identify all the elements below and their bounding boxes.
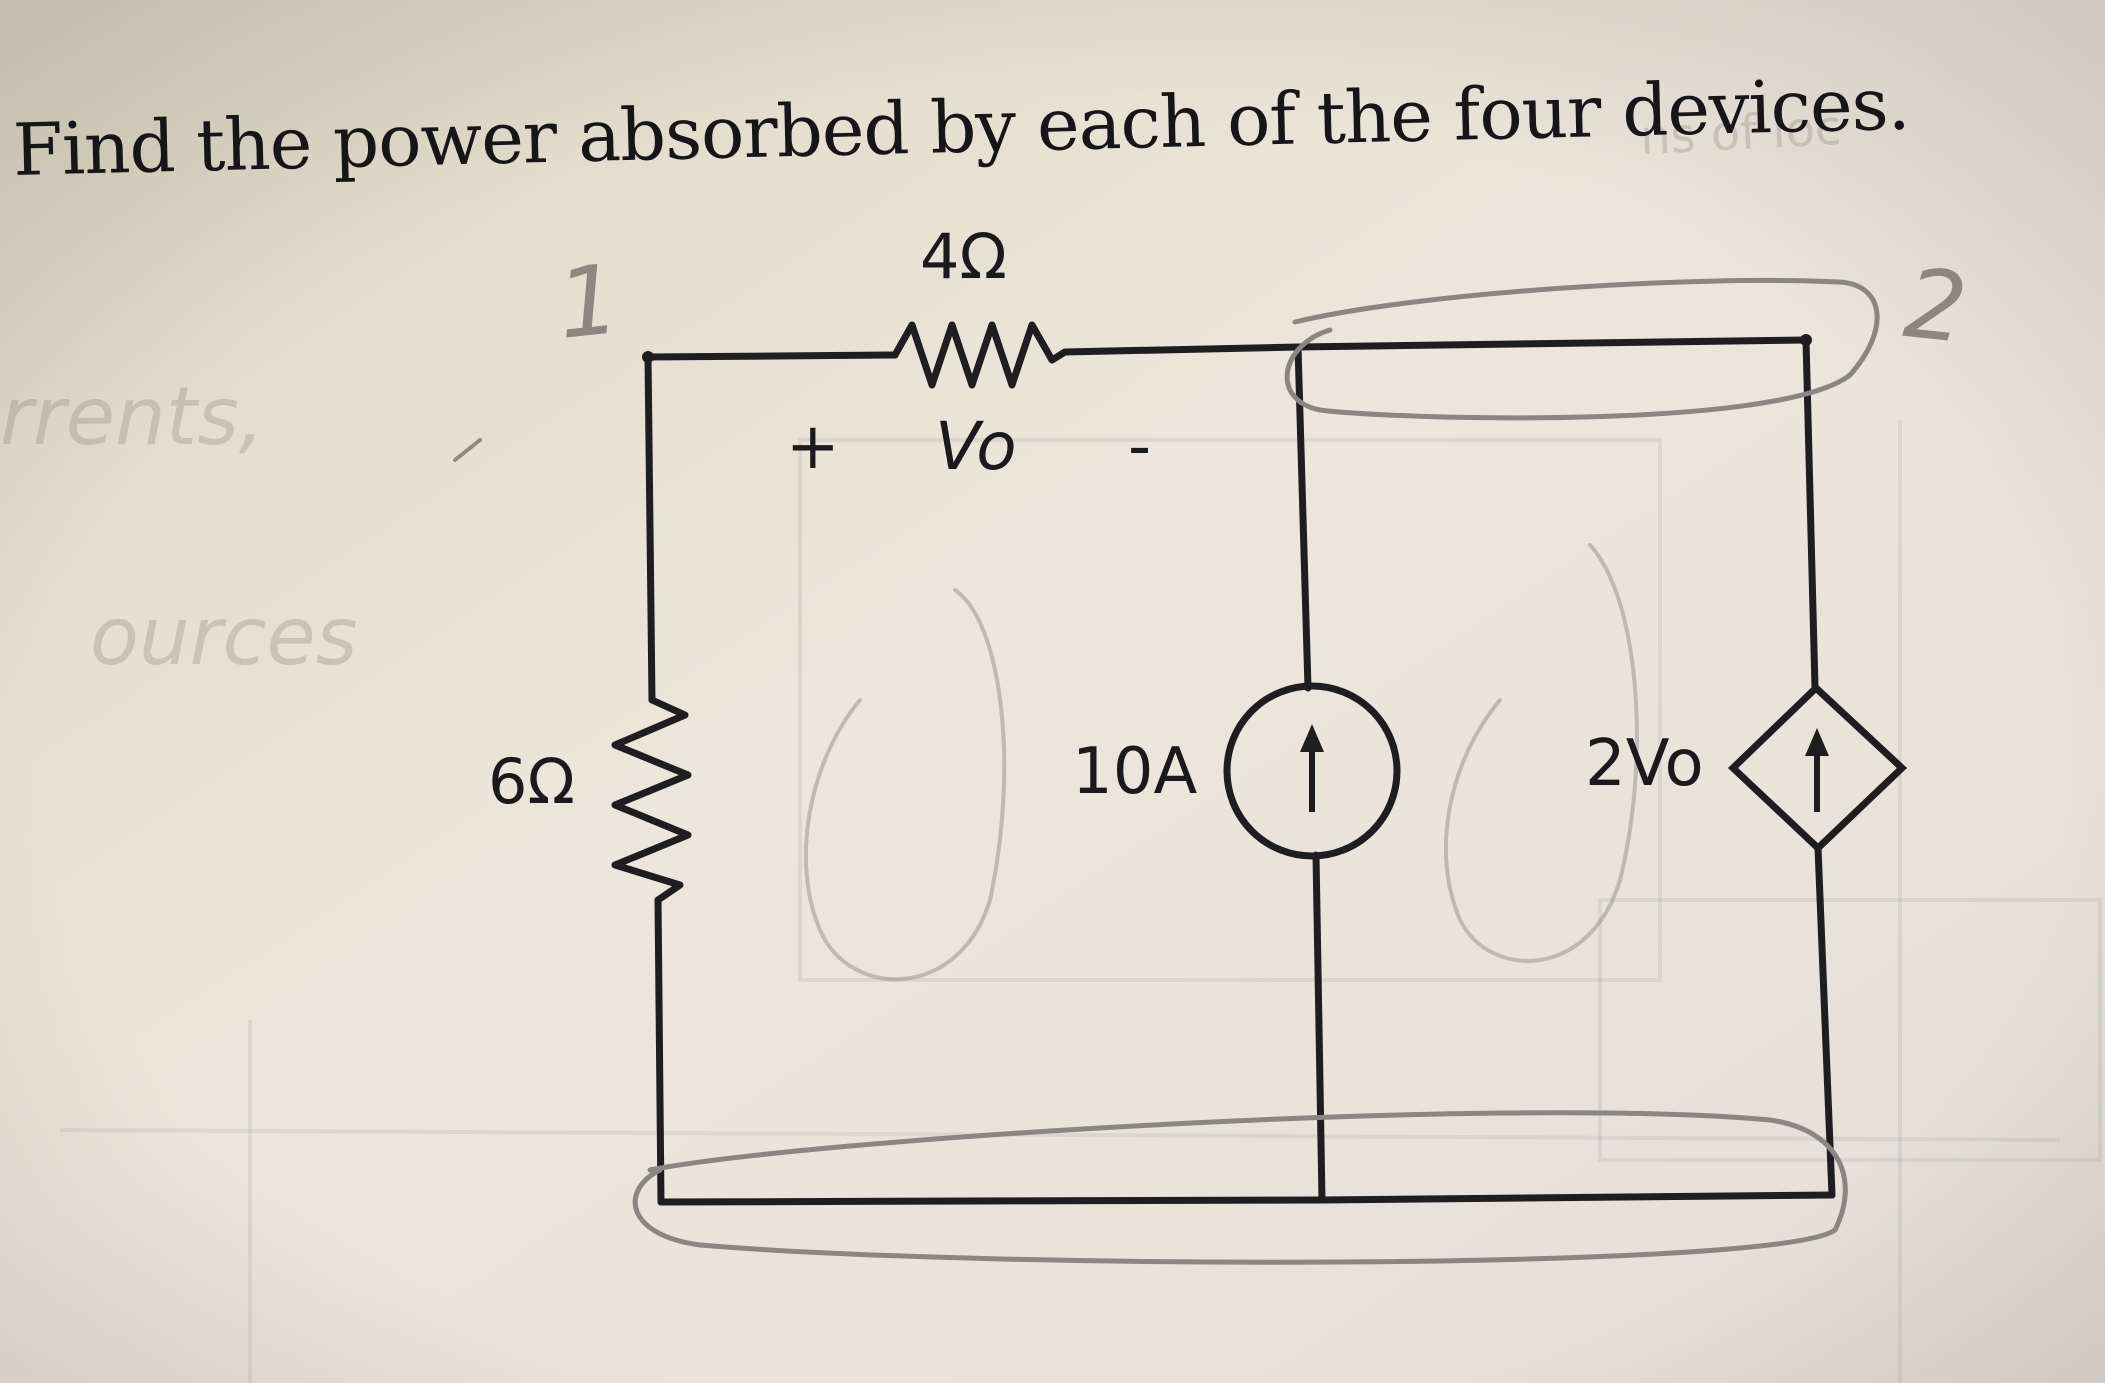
- wire-right-bottom: [1814, 844, 1836, 1199]
- voltage-label: Vo: [935, 408, 1017, 485]
- wire-bottom: [657, 1191, 1836, 1206]
- polarity-plus: +: [786, 410, 840, 484]
- node-dot: [1800, 334, 1812, 346]
- node-dot: [642, 351, 654, 363]
- dependent-source-label: 2Vo: [1585, 727, 1704, 801]
- arrow-up-icon: [1805, 728, 1829, 756]
- handwritten-node-1: 1: [552, 243, 625, 361]
- faint-bleed-text: rrents,: [0, 370, 265, 463]
- handwritten-node-2: 2: [1899, 247, 1972, 365]
- polarity-minus: -: [1128, 410, 1152, 484]
- resistor-4ohm: [891, 321, 1069, 389]
- pencil-mesh-loop-left: [803, 588, 1007, 982]
- resistor-4ohm-label: 4Ω: [920, 220, 1007, 293]
- pencil-mesh-loop-right: [1443, 543, 1639, 963]
- pencil-loop-top: [1284, 277, 1880, 421]
- wire-left-bottom: [654, 896, 665, 1206]
- dependent-source-2vo: [1727, 683, 1908, 853]
- pencil-loop-bottom: [632, 1110, 1848, 1265]
- pencil-tick: [453, 438, 482, 462]
- current-source-10a: [1223, 682, 1401, 860]
- wire-left-top: [644, 353, 656, 704]
- wire-top-right: [1061, 336, 1810, 356]
- current-source-label: 10A: [1072, 735, 1198, 809]
- faint-bleed-text: ources: [90, 590, 358, 683]
- wire-right-top: [1802, 336, 1819, 692]
- wire-top-left: [644, 351, 899, 361]
- wire-middle-bottom: [1312, 851, 1326, 1204]
- arrow-up-icon: [1300, 724, 1324, 752]
- resistor-6ohm-label: 6Ω: [488, 745, 575, 818]
- resistor-6ohm: [611, 696, 692, 904]
